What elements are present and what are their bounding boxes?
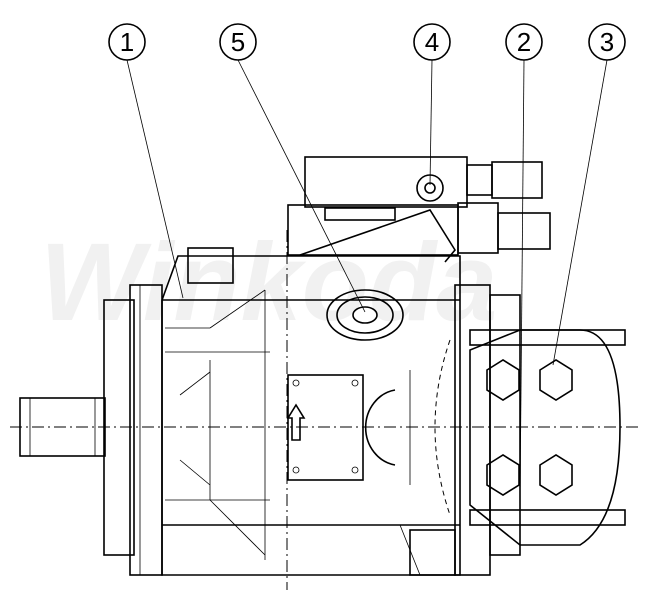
nameplate [286,374,364,481]
callout-5: 5 [219,23,366,313]
callout-label: 3 [600,27,614,57]
port-block [434,284,626,576]
shaft [19,299,135,556]
callout-3: 3 [552,23,626,366]
watermark: Winkoda [40,221,497,344]
arrow-icon [286,403,306,441]
callout-label: 4 [425,27,439,57]
control-valve [287,156,551,263]
callout-2: 2 [505,23,543,501]
callout-1: 1 [108,23,184,299]
callout-label: 2 [517,27,531,57]
callout-4: 4 [413,23,451,186]
housing [161,247,461,576]
callout-label: 1 [120,27,134,57]
callout-label: 5 [231,27,245,57]
plug [326,289,404,341]
